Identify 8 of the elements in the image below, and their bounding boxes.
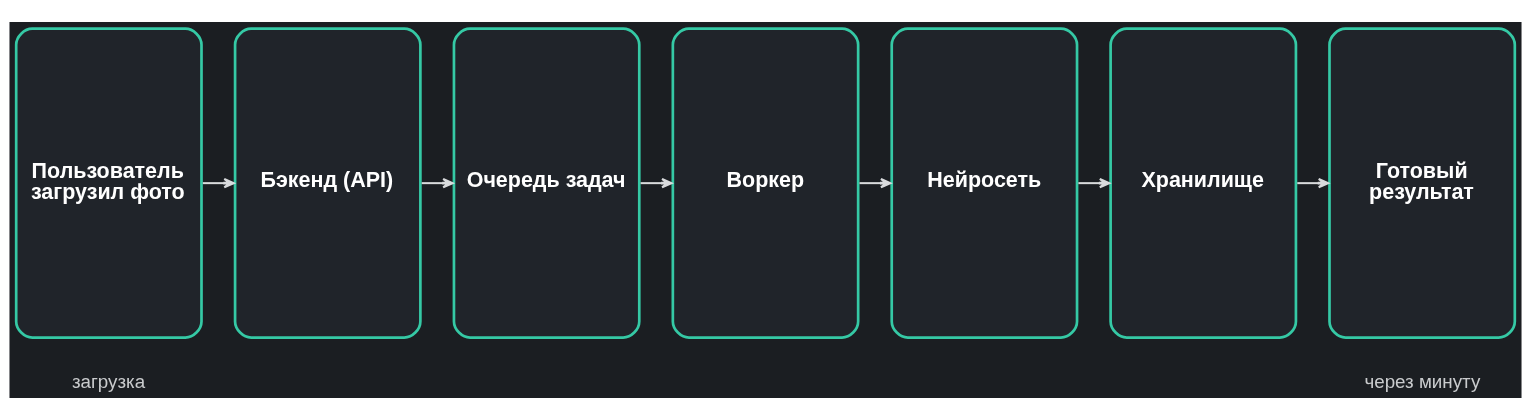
arrow [421, 177, 454, 188]
arrow [1078, 177, 1111, 188]
arrow [1297, 177, 1330, 188]
arrow [859, 177, 892, 188]
arrow [640, 177, 673, 188]
node-label: через минуту [1364, 370, 1481, 392]
node-label: загрузка [71, 370, 146, 392]
arrow [202, 177, 235, 188]
